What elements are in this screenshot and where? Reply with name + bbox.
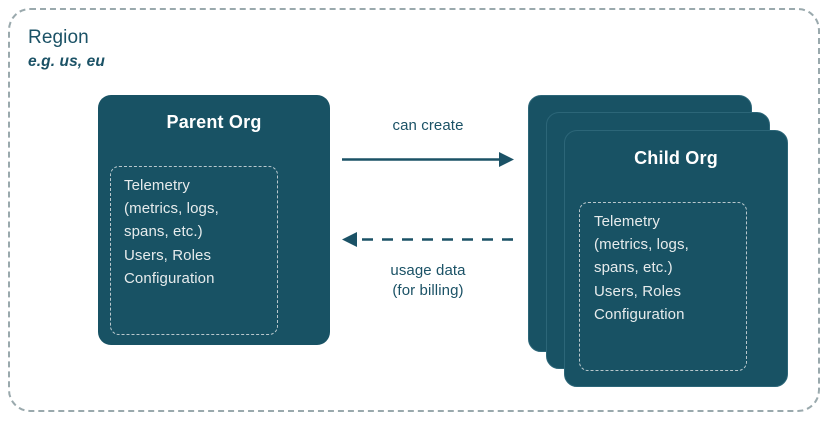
child-org-contents-text: Telemetry (metrics, logs, spans, etc.) U… — [594, 213, 689, 323]
parent-org-card[interactable]: Parent Org Telemetry (metrics, logs, spa… — [98, 95, 330, 345]
can-create-arrow — [342, 152, 514, 167]
child-org-contents-box — [579, 202, 747, 371]
parent-org-title: Parent Org — [166, 112, 262, 132]
can-create-label: can create — [392, 117, 464, 134]
parent-org-contents-text: Telemetry (metrics, logs, spans, etc.) U… — [124, 177, 219, 287]
child-org-card-front[interactable]: Child Org Telemetry (metrics, logs, span… — [564, 130, 788, 387]
region-container — [8, 8, 820, 412]
child-org-title: Child Org — [634, 148, 718, 168]
usage-data-arrow — [342, 232, 513, 247]
usage-data-label: usage data (for billing) — [390, 262, 466, 299]
region-subtitle: e.g. us, eu — [28, 53, 105, 70]
region-title: Region — [28, 27, 89, 48]
parent-org-contents-box — [110, 166, 278, 335]
